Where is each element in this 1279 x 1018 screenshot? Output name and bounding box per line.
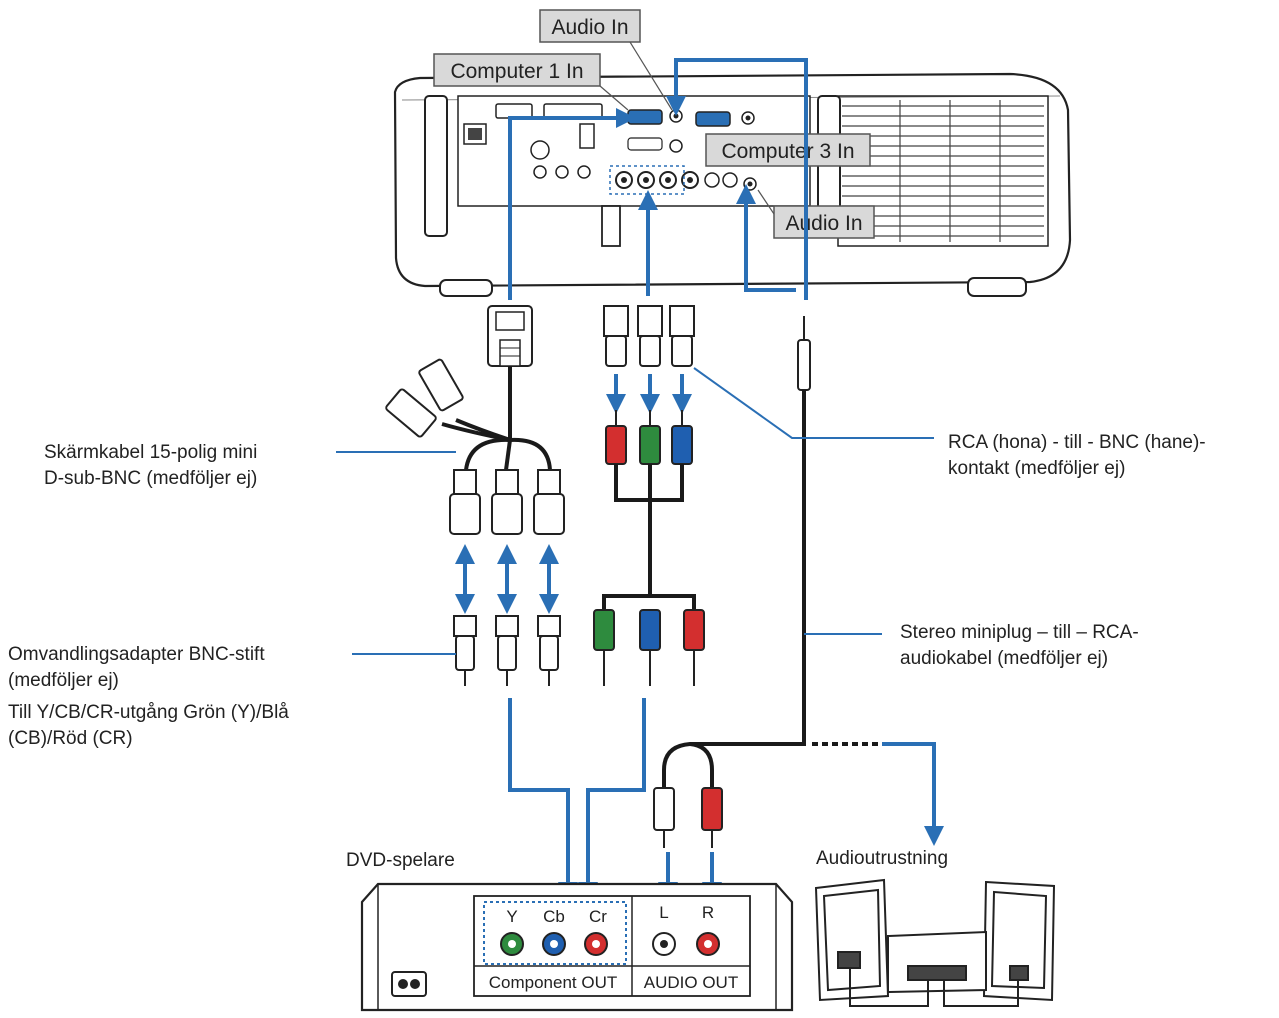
jack-label-y: Y [506, 907, 517, 926]
projector-vent [837, 95, 1049, 247]
projector-icon [393, 72, 1072, 297]
svg-text:Computer 1 In: Computer 1 In [450, 60, 583, 83]
callout-computer1-in: Computer 1 In [433, 53, 629, 111]
jack-label-cb: Cb [543, 907, 565, 926]
label-stereo-cable: Stereo miniplug – till – RCA- audiokabel… [900, 622, 1139, 669]
label-dvd-player: DVD-spelare [346, 850, 455, 871]
svg-text:audiokabel (medföljer ej): audiokabel (medföljer ej) [900, 648, 1108, 669]
svg-text:Omvandlingsadapter BNC-stift: Omvandlingsadapter BNC-stift [8, 644, 265, 665]
svg-text:RCA (hona) - till - BNC (hane): RCA (hona) - till - BNC (hane)- [948, 432, 1206, 453]
miniplug-icon [797, 316, 811, 391]
callout-computer3-in: Computer 3 In [705, 133, 871, 167]
speaker-icon [814, 878, 1056, 1007]
audio-rca-plugs [653, 787, 723, 848]
vga-bnc-cable [441, 366, 552, 471]
svg-text:Skärmkabel 15-polig mini: Skärmkabel 15-polig mini [44, 442, 257, 463]
dvd-player-icon: Y Cb Cr L R Component OUT AUDIO OUT [360, 882, 794, 1012]
jack-label-l: L [659, 903, 668, 922]
leader-lines [336, 367, 934, 655]
rca-plug-icon [605, 410, 693, 465]
down-arrows-rca [606, 374, 692, 414]
label-bnc-adapter: Omvandlingsadapter BNC-stift (medföljer … [8, 644, 289, 749]
jack-label-cr: Cr [589, 907, 607, 926]
label-rca-bnc-adapter: RCA (hona) - till - BNC (hane)- kontakt … [948, 432, 1206, 479]
bnc-to-rca-adapters [603, 305, 695, 367]
audio-out-label: AUDIO OUT [644, 973, 738, 992]
svg-text:(CB)/Röd (CR): (CB)/Röd (CR) [8, 728, 133, 749]
svg-text:Stereo miniplug – till – RCA-: Stereo miniplug – till – RCA- [900, 622, 1139, 643]
stereo-cable [662, 390, 806, 788]
arrow-to-audio-equipment [882, 742, 944, 846]
vga-connector-icon [487, 305, 533, 367]
bnc-plugs-row [449, 469, 565, 535]
callout-audio-in-top: Audio In [539, 9, 673, 111]
bidirectional-arrows [455, 544, 559, 614]
svg-text:Till Y/CB/CR-utgång Grön (Y)/B: Till Y/CB/CR-utgång Grön (Y)/Blå [8, 702, 289, 723]
arrows-to-component-out [508, 698, 646, 902]
label-vga-bnc-cable: Skärmkabel 15-polig mini D-sub-BNC (medf… [44, 442, 257, 489]
svg-text:Computer 3 In: Computer 3 In [721, 140, 854, 163]
component-cable [602, 464, 696, 610]
label-audio-equipment: Audioutrustning [816, 848, 948, 869]
svg-text:Audio In: Audio In [785, 212, 862, 235]
jack-label-r: R [702, 903, 714, 922]
svg-text:kontakt (medföljer ej): kontakt (medföljer ej) [948, 458, 1125, 479]
bnc-connector-icon [385, 358, 464, 438]
svg-text:D-sub-BNC (medföljer ej): D-sub-BNC (medföljer ej) [44, 468, 257, 489]
bnc-adapter-icon [453, 615, 561, 686]
signal-arrows-projector [508, 58, 808, 300]
svg-text:Audio In: Audio In [551, 16, 628, 39]
svg-text:(medföljer ej): (medföljer ej) [8, 670, 119, 691]
rca-plugs-lower [593, 609, 705, 686]
component-out-label: Component OUT [489, 973, 618, 992]
